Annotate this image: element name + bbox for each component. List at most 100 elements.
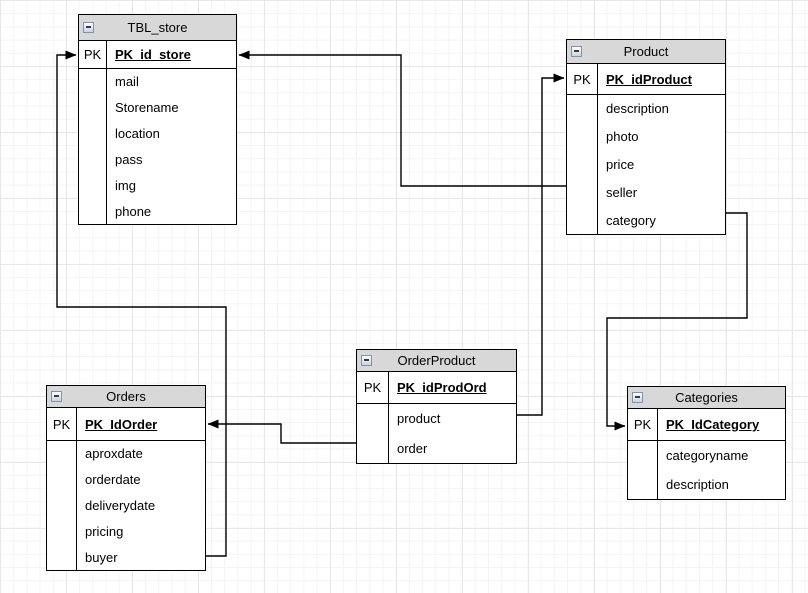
connection-product-seller-to-tblstore[interactable] <box>238 50 566 187</box>
connection-orderproduct-product-to-product[interactable] <box>517 73 565 416</box>
collapse-icon[interactable] <box>632 391 643 403</box>
attribute-row[interactable]: description <box>628 470 785 499</box>
pk-key-label: PK <box>47 408 77 440</box>
attribute-key-spacer <box>47 441 77 467</box>
attribute-row[interactable]: Storename <box>79 94 236 121</box>
attribute-row[interactable]: photo <box>567 122 725 151</box>
pk-key-label: PK <box>79 41 107 68</box>
attribute-row[interactable]: phone <box>79 198 236 224</box>
attribute-row[interactable]: description <box>567 95 725 123</box>
entity-title: TBL_store <box>127 20 188 35</box>
entity-header: TBL_store <box>79 15 236 41</box>
pk-field-name: PK_idProdOrd <box>397 380 487 395</box>
attribute-name: orderdate <box>85 472 141 488</box>
attribute-row[interactable]: pricing <box>47 518 205 545</box>
pk-row[interactable]: PK PK_IdCategory <box>628 409 785 441</box>
pk-field-name: PK_id_store <box>115 47 191 62</box>
attribute-row[interactable]: price <box>567 150 725 179</box>
entity-title: Orders <box>106 389 146 404</box>
pk-key-label: PK <box>357 372 389 403</box>
attribute-row[interactable]: deliverydate <box>47 492 205 519</box>
minus-glyph <box>574 50 579 52</box>
entity-header: Orders <box>47 386 205 408</box>
attribute-key-spacer <box>628 441 658 470</box>
attribute-name: description <box>606 101 669 117</box>
attribute-key-spacer <box>628 470 658 499</box>
attribute-name: deliverydate <box>85 497 156 513</box>
minus-glyph <box>635 396 640 398</box>
attribute-name: order <box>397 440 428 456</box>
entity-header: Categories <box>628 387 785 409</box>
minus-glyph <box>364 359 369 361</box>
collapse-icon[interactable] <box>51 390 62 402</box>
attribute-row[interactable]: aproxdate <box>47 441 205 467</box>
attribute-name: categoryname <box>666 448 749 463</box>
attribute-row[interactable]: seller <box>567 178 725 207</box>
attribute-name: aproxdate <box>85 446 143 462</box>
pk-row[interactable]: PK PK_idProdOrd <box>357 372 516 404</box>
attribute-name: price <box>606 156 635 172</box>
attribute-name: pricing <box>85 523 124 539</box>
attribute-key-spacer <box>567 95 598 123</box>
attribute-row[interactable]: category <box>567 206 725 234</box>
attribute-row[interactable]: product <box>357 404 516 434</box>
attribute-key-spacer <box>567 206 598 234</box>
attribute-key-spacer <box>567 122 598 151</box>
attribute-name: category <box>606 212 656 228</box>
attribute-name: location <box>115 126 160 142</box>
attribute-name: description <box>666 477 729 492</box>
attribute-row[interactable]: mail <box>79 69 236 95</box>
pk-field-name: PK_IdOrder <box>85 416 158 432</box>
connection-orders-buyer-to-tblstore[interactable] <box>56 50 227 557</box>
attribute-key-spacer <box>79 120 107 147</box>
minus-glyph <box>54 395 59 397</box>
attribute-name: photo <box>606 129 639 145</box>
attribute-key-spacer <box>567 150 598 179</box>
attribute-key-spacer <box>357 433 389 463</box>
attribute-row[interactable]: categoryname <box>628 441 785 470</box>
entity-title: OrderProduct <box>397 353 476 368</box>
attribute-name: buyer <box>85 549 118 565</box>
pk-key-label: PK <box>567 64 598 94</box>
pk-row[interactable]: PK PK_id_store <box>79 41 236 69</box>
attribute-key-spacer <box>79 94 107 121</box>
pk-key-label: PK <box>628 409 658 440</box>
attribute-name: mail <box>115 74 139 90</box>
attribute-row[interactable]: orderdate <box>47 466 205 493</box>
attribute-key-spacer <box>47 518 77 545</box>
attribute-row[interactable]: buyer <box>47 544 205 570</box>
attribute-key-spacer <box>79 69 107 95</box>
attributes-section: description photo price seller category <box>567 95 725 234</box>
attribute-row[interactable]: location <box>79 120 236 147</box>
attribute-key-spacer <box>79 198 107 224</box>
attribute-name: seller <box>606 184 638 200</box>
pk-row[interactable]: PK PK_idProduct <box>567 64 725 95</box>
attribute-row[interactable]: order <box>357 433 516 463</box>
collapse-icon[interactable] <box>83 21 94 33</box>
minus-glyph <box>86 26 91 28</box>
attributes-section: categoryname description <box>628 441 785 499</box>
collapse-icon[interactable] <box>361 354 372 366</box>
pk-field-name: PK_IdCategory <box>666 417 760 432</box>
attribute-key-spacer <box>47 466 77 493</box>
attribute-row[interactable]: pass <box>79 146 236 173</box>
attribute-key-spacer <box>79 172 107 199</box>
entity-title: Product <box>623 44 669 59</box>
attribute-row[interactable]: img <box>79 172 236 199</box>
attribute-key-spacer <box>47 492 77 519</box>
attribute-key-spacer <box>357 404 389 434</box>
collapse-icon[interactable] <box>571 45 582 57</box>
connection-orderproduct-order-to-orders[interactable] <box>207 419 356 444</box>
pk-field-name: PK_idProduct <box>606 71 692 87</box>
pk-row[interactable]: PK PK_IdOrder <box>47 408 205 441</box>
entity-header: OrderProduct <box>357 350 516 372</box>
connection-product-category-to-categories[interactable] <box>606 212 748 431</box>
